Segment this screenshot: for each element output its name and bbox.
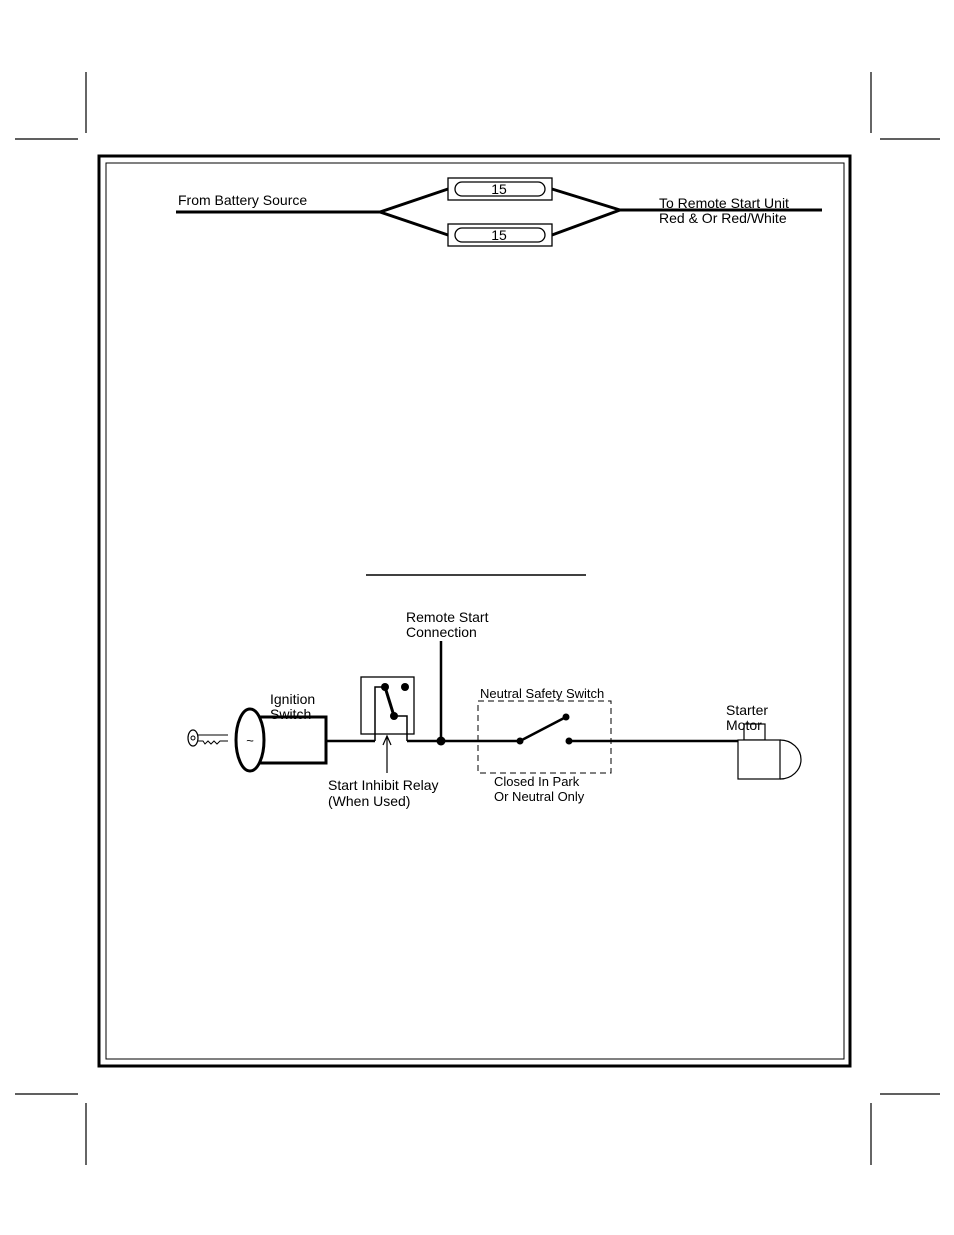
relay-label-1: Start Inhibit Relay: [328, 777, 439, 793]
remote-start-label-1: Remote Start: [406, 609, 489, 625]
starter-motor-icon: [737, 723, 802, 780]
connection-dots: [381, 683, 573, 746]
fuse-bottom: [447, 223, 553, 247]
fuse-bottom-rating: 15: [491, 227, 507, 243]
outer-frame: [97, 154, 852, 1068]
key-icon: [187, 729, 228, 747]
ignition-symbol: ~: [246, 733, 254, 748]
fuse-diagram: [176, 177, 822, 247]
relay-pointer-arrow: [382, 734, 392, 773]
neutral-switch-label: Neutral Safety Switch: [480, 686, 604, 701]
crop-marks: [15, 72, 940, 1165]
neutral-note-1: Closed In Park: [494, 774, 580, 789]
remote-start-label-2: Connection: [406, 624, 477, 640]
fuse-top-rating: 15: [491, 181, 507, 197]
ignition-label-1: Ignition: [270, 691, 315, 707]
starter-label-1: Starter: [726, 702, 768, 718]
starter-circuit: [187, 641, 802, 780]
fuse-top: [447, 177, 553, 201]
dest-label-2: Red & Or Red/White: [659, 210, 787, 226]
starter-label-2: Motor: [726, 717, 762, 733]
ignition-label-2: Switch: [270, 706, 311, 722]
start-inhibit-relay: [360, 676, 415, 735]
ignition-switch-body: [256, 715, 328, 765]
neutral-safety-switch-box: [477, 700, 612, 774]
ignition-switch-face: [234, 707, 266, 773]
source-label: From Battery Source: [178, 192, 307, 208]
inner-frame: [105, 162, 845, 1060]
relay-label-2: (When Used): [328, 793, 410, 809]
dest-label-1: To Remote Start Unit: [659, 195, 789, 211]
neutral-note-2: Or Neutral Only: [494, 789, 585, 804]
